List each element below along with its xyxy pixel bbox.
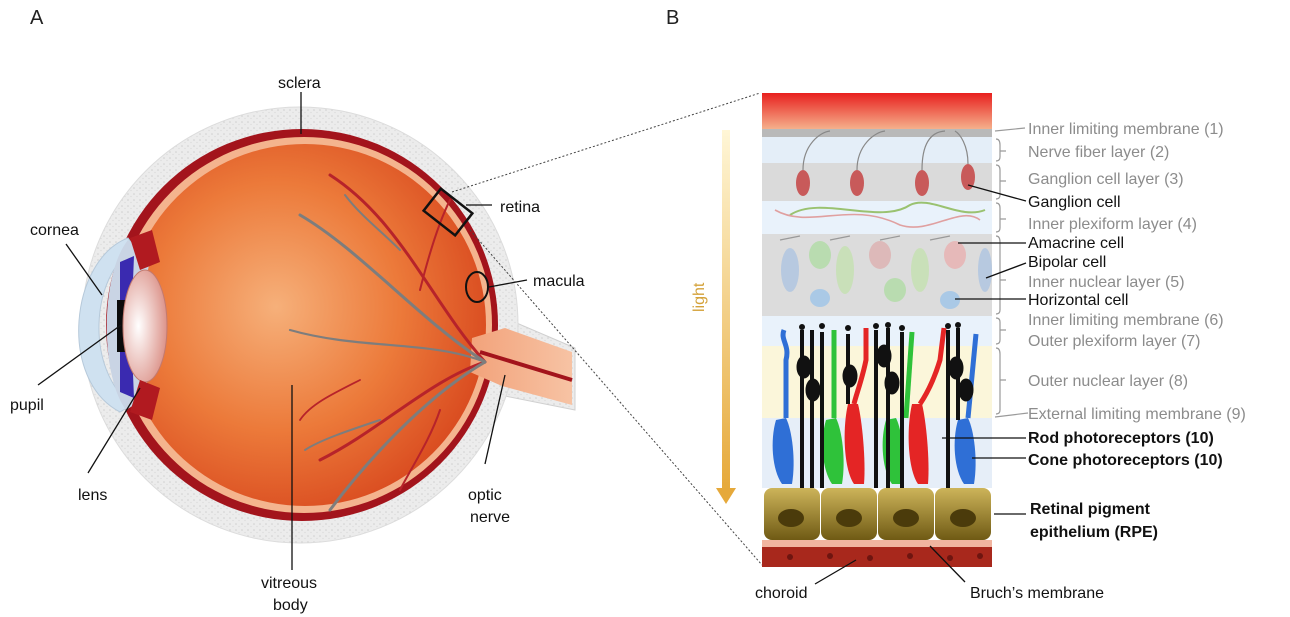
- bruch-membrane-label: Bruch’s membrane: [970, 585, 1104, 602]
- bipolar-cell-label: Bipolar cell: [1028, 254, 1106, 271]
- choroid-label: choroid: [755, 585, 807, 602]
- gcl-label: Ganglion cell layer (3): [1028, 171, 1184, 188]
- panel-label-a: A: [30, 7, 44, 29]
- lens-shape: [123, 270, 167, 382]
- eye-cross-section: [79, 107, 575, 543]
- light-label: light: [691, 282, 708, 312]
- optic-nerve-label-1: optic: [468, 487, 502, 504]
- rod-photoreceptor-label: Rod photoreceptors (10): [1028, 430, 1214, 447]
- pupil-label: pupil: [10, 397, 44, 414]
- rpe-label-2: epithelium (RPE): [1030, 524, 1158, 541]
- lens-label: lens: [78, 487, 107, 504]
- ganglion-cell-label: Ganglion cell: [1028, 194, 1121, 211]
- ilm1-label: Inner limiting membrane (1): [1028, 121, 1224, 138]
- inl-label: Inner nuclear layer (5): [1028, 274, 1185, 291]
- cornea-label: cornea: [30, 222, 79, 239]
- vitreous-body: [124, 144, 486, 506]
- ipl-label: Inner plexiform layer (4): [1028, 216, 1197, 233]
- retina-label: retina: [500, 199, 540, 216]
- cone-photoreceptor-label: Cone photoreceptors (10): [1028, 452, 1223, 469]
- horizontal-cell-label: Horizontal cell: [1028, 292, 1128, 309]
- rpe-label-1: Retinal pigment: [1030, 501, 1151, 518]
- vitreous-label-2: body: [273, 597, 308, 614]
- optic-nerve-label-2: nerve: [470, 509, 510, 526]
- elm-label: External limiting membrane (9): [1028, 406, 1246, 423]
- top-red-layer: [762, 93, 992, 129]
- light-arrow: light: [691, 130, 736, 504]
- rpe-cells: [764, 488, 991, 540]
- ilm6-label: Inner limiting membrane (6): [1028, 312, 1224, 329]
- bruch-membrane: [762, 540, 992, 547]
- panel-label-b: B: [666, 7, 679, 29]
- onl-label: Outer nuclear layer (8): [1028, 373, 1188, 390]
- nfl-label: Nerve fiber layer (2): [1028, 144, 1169, 161]
- retina-layer-stack: [762, 93, 992, 567]
- macula-label: macula: [533, 273, 585, 290]
- opl-label: Outer plexiform layer (7): [1028, 333, 1201, 350]
- sclera-label: sclera: [278, 75, 321, 92]
- amacrine-cell-label: Amacrine cell: [1028, 235, 1124, 252]
- choroid-layer: [762, 547, 992, 567]
- nfl-layer: [762, 137, 992, 163]
- vitreous-label-1: vitreous: [261, 575, 317, 592]
